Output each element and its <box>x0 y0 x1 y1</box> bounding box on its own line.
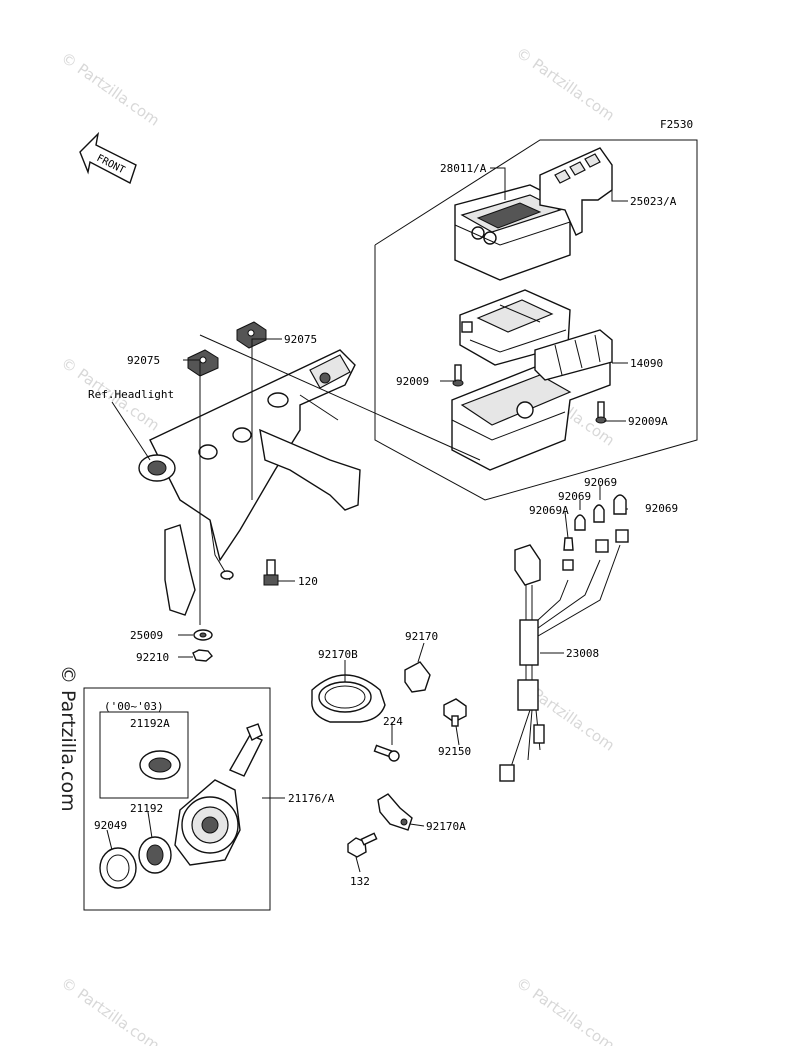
label-25009: 25009 <box>130 629 163 642</box>
label-120: 120 <box>298 575 318 588</box>
front-arrow-icon: FRONT <box>79 131 137 185</box>
label-92075-right: 92075 <box>284 333 317 346</box>
meter-cover <box>454 184 571 281</box>
label-92069-a: 92069 <box>584 476 617 489</box>
bulb-92069A <box>563 537 574 551</box>
bulb-92069-c <box>613 494 627 515</box>
label-28011A: 28011/A <box>440 162 487 175</box>
clamp-92170 <box>404 661 431 693</box>
label-92170A: 92170A <box>426 820 466 833</box>
label-224: 224 <box>383 715 403 728</box>
label-92069A: 92069A <box>529 504 569 517</box>
screw-224 <box>373 744 400 762</box>
grommet-92075-left <box>187 349 219 377</box>
label-92210: 92210 <box>136 651 169 664</box>
label-92170B: 92170B <box>318 648 358 661</box>
copyright-watermark: © Partzilla.com <box>57 665 79 812</box>
label-92009A: 92009A <box>628 415 668 428</box>
label-92170: 92170 <box>405 630 438 643</box>
label-92049: 92049 <box>94 819 127 832</box>
bolt-92150 <box>443 698 467 727</box>
label-92069-c: 92069 <box>645 502 678 515</box>
watermark-top-left: © Partzilla.com <box>58 49 163 130</box>
label-21192: 21192 <box>130 802 163 815</box>
label-92150: 92150 <box>438 745 471 758</box>
label-132: 132 <box>350 875 370 888</box>
watermark-top-right: © Partzilla.com <box>513 44 618 125</box>
label-92069-b: 92069 <box>558 490 591 503</box>
meter-case <box>451 329 613 471</box>
bolt-132 <box>347 832 378 858</box>
label-21176A: 21176/A <box>288 792 335 805</box>
label-23008: 23008 <box>566 647 599 660</box>
nut-92210 <box>192 649 213 662</box>
clamp-92170B <box>311 674 386 723</box>
label-21192A: 21192A <box>130 717 170 730</box>
label-ref-headlight: Ref.Headlight <box>88 388 174 401</box>
label-92075-left: 92075 <box>127 354 160 367</box>
meter-assembly-box <box>374 139 698 501</box>
washer-25009 <box>193 629 213 641</box>
watermark-bottom-left: © Partzilla.com <box>58 974 163 1046</box>
gear-21192A <box>139 750 181 780</box>
seal-92049 <box>99 847 137 889</box>
clamp-92170A <box>377 793 413 831</box>
gear-box-frame <box>83 687 271 911</box>
bulb-92069-a <box>574 514 586 531</box>
screw-92009 <box>452 364 464 387</box>
part-labels: 28011/A 25023/A 14090 92009 92009A 92075… <box>88 162 678 888</box>
gearbox-21176A <box>174 723 263 866</box>
gear-21192 <box>138 836 172 874</box>
bolt-120 <box>263 559 279 586</box>
label-92009: 92009 <box>396 375 429 388</box>
label-25023A: 25023/A <box>630 195 677 208</box>
bulb-92069-b <box>593 504 605 523</box>
wire-harness <box>499 529 629 782</box>
label-year-note: ('00~'03) <box>104 700 164 713</box>
watermark-bottom-right: © Partzilla.com <box>513 974 618 1046</box>
label-14090: 14090 <box>630 357 663 370</box>
indicator-housing <box>539 147 613 236</box>
screw-92009A <box>595 401 607 424</box>
grommet-92075-right <box>236 321 267 349</box>
leader-lines <box>106 167 628 873</box>
copyright-watermark-text: © Partzilla.com <box>57 665 79 812</box>
figure-code: F2530 <box>660 118 693 131</box>
